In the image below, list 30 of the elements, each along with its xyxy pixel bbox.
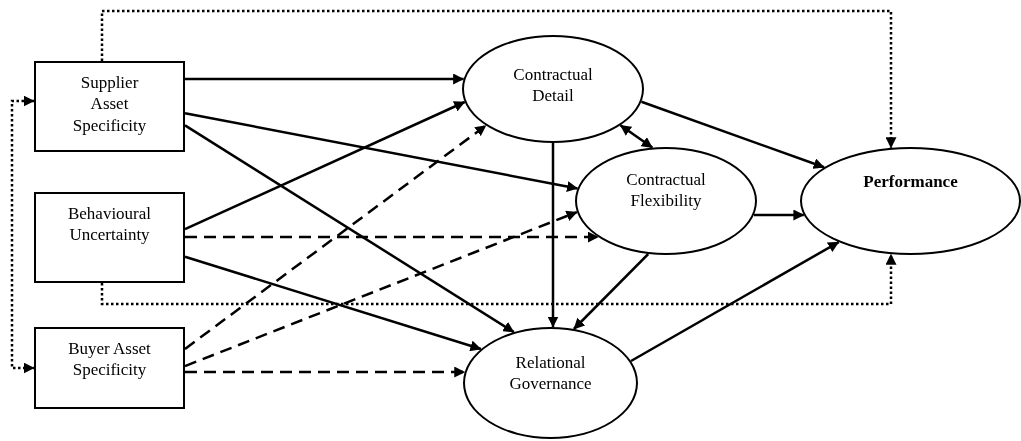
arrow — [184, 111, 579, 192]
dotted-arrow — [100, 253, 897, 306]
construct-box — [34, 327, 185, 409]
arrow — [753, 209, 805, 221]
construct-ellipse — [463, 327, 638, 439]
node-label: Relational Governance — [508, 352, 593, 395]
node-label: Performance — [862, 171, 959, 193]
arrow — [547, 143, 559, 328]
arrow — [573, 253, 650, 330]
arrow — [619, 124, 653, 149]
arrow — [184, 255, 482, 352]
dashed-arrow — [185, 231, 599, 243]
arrow — [184, 100, 466, 231]
node-label: Buyer Asset Specificity — [67, 338, 152, 381]
dashed-arrow — [184, 210, 578, 368]
node-label: Contractual Detail — [512, 64, 594, 107]
dotted-arrow — [10, 95, 35, 374]
node-label: Behavioural Uncertainty — [66, 203, 153, 246]
dotted-arrow — [100, 9, 897, 149]
node-label: Supplier Asset Specificity — [71, 72, 148, 136]
dashed-arrow — [185, 366, 466, 378]
construct-box — [34, 192, 185, 283]
construct-ellipse — [800, 147, 1021, 255]
arrow — [185, 73, 465, 85]
arrow — [640, 100, 825, 169]
construct-box — [34, 61, 185, 152]
arrow — [630, 241, 840, 363]
construct-ellipse — [462, 35, 644, 143]
construct-ellipse — [575, 147, 757, 255]
node-label: Contractual Flexibility — [625, 169, 707, 212]
